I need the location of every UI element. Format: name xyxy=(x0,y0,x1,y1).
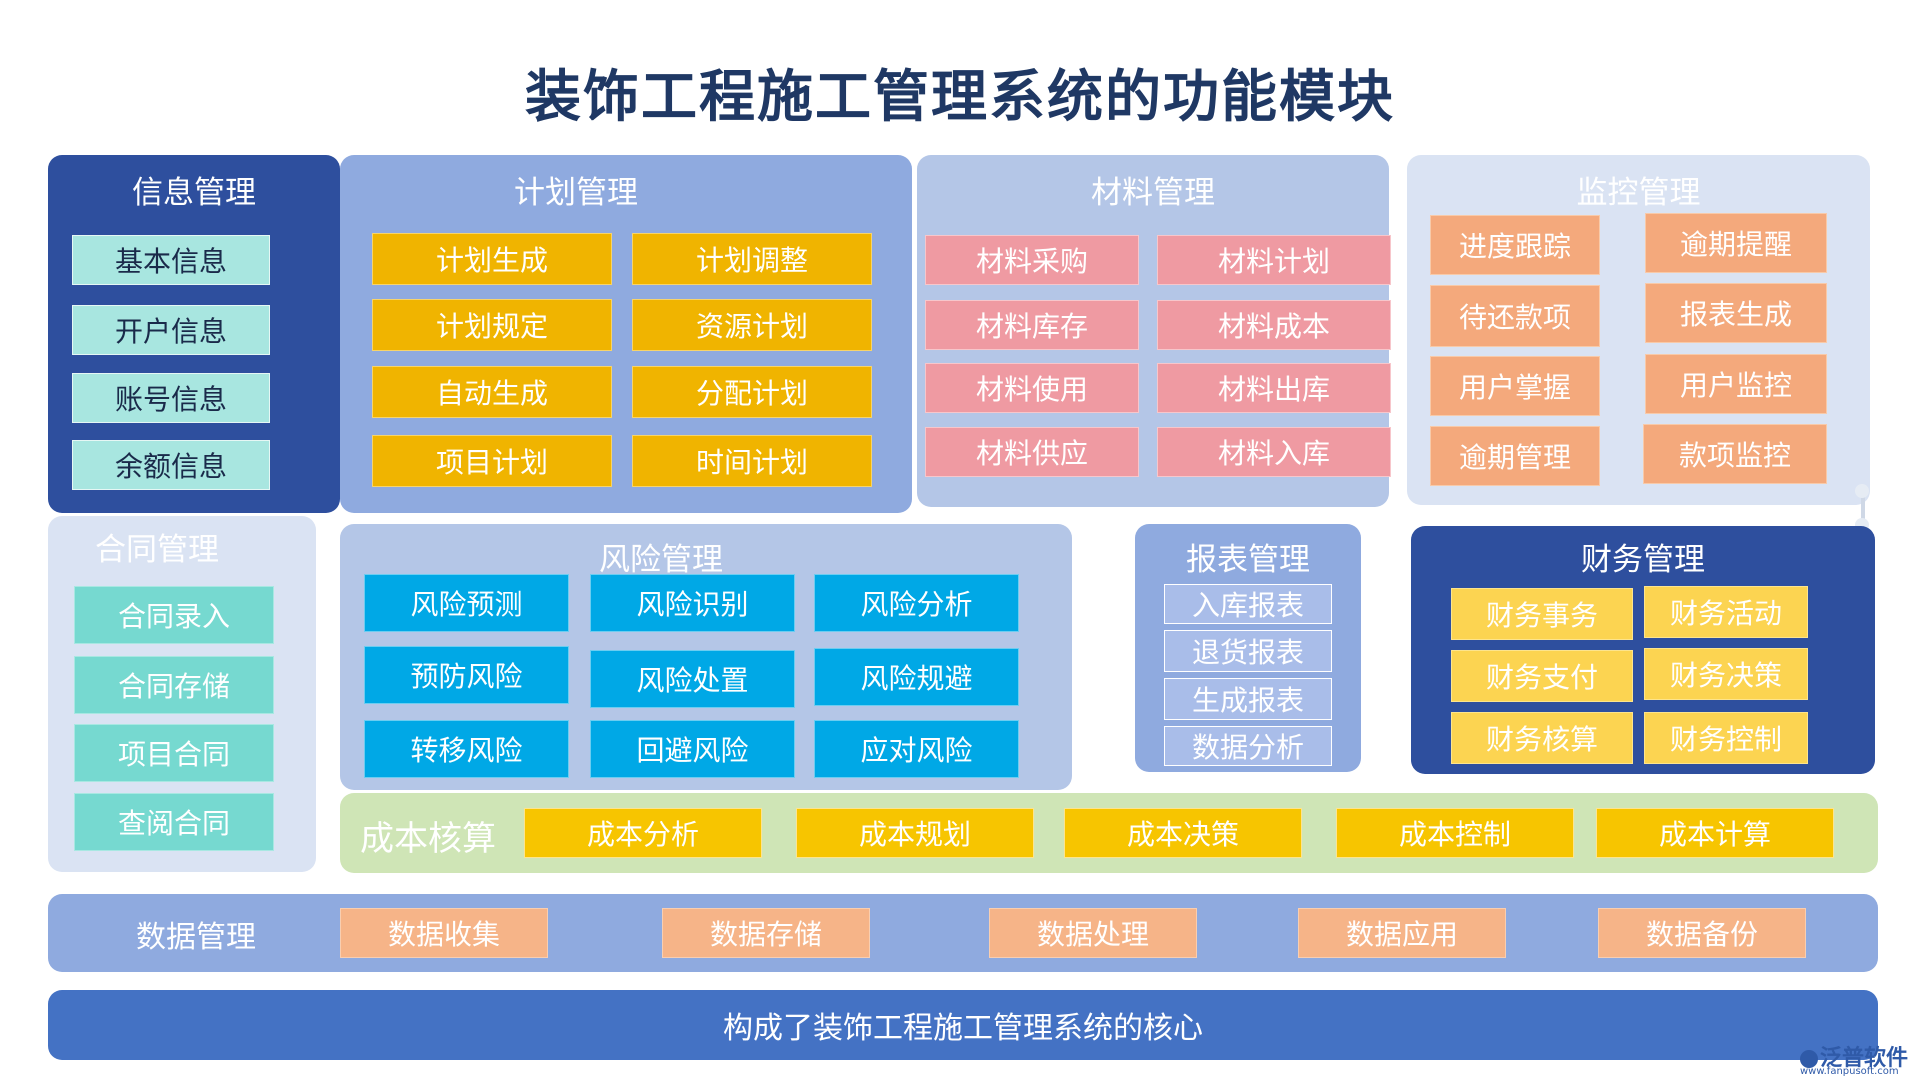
connector-dot xyxy=(1855,484,1869,498)
finance-panel-title: 财务管理 xyxy=(1581,542,1705,578)
material-item[interactable]: 材料库存 xyxy=(925,300,1139,350)
report-panel: 报表管理 入库报表 退货报表 生成报表 数据分析 xyxy=(1135,524,1361,772)
material-panel-title: 材料管理 xyxy=(1091,175,1215,211)
info-item[interactable]: 基本信息 xyxy=(72,235,270,285)
cost-panel-title: 成本核算 xyxy=(360,819,496,859)
monitor-item[interactable]: 款项监控 xyxy=(1643,424,1827,484)
cost-item[interactable]: 成本控制 xyxy=(1336,808,1574,858)
risk-item[interactable]: 风险预测 xyxy=(364,574,569,632)
brand-logo-text: 泛普软件 xyxy=(1820,1046,1909,1071)
info-item[interactable]: 账号信息 xyxy=(72,373,270,423)
cost-panel: 成本核算 成本分析 成本规划 成本决策 成本控制 成本计算 xyxy=(340,793,1878,873)
report-panel-title: 报表管理 xyxy=(1186,542,1310,578)
risk-item[interactable]: 预防风险 xyxy=(364,646,569,704)
data-item[interactable]: 数据收集 xyxy=(340,908,548,958)
cost-item[interactable]: 成本分析 xyxy=(524,808,762,858)
info-item[interactable]: 开户信息 xyxy=(72,305,270,355)
plan-item[interactable]: 资源计划 xyxy=(632,299,872,351)
brand-logo-icon xyxy=(1800,1050,1818,1068)
risk-item[interactable]: 回避风险 xyxy=(590,720,795,778)
data-item[interactable]: 数据应用 xyxy=(1298,908,1506,958)
material-item[interactable]: 材料使用 xyxy=(925,363,1139,413)
monitor-item[interactable]: 报表生成 xyxy=(1645,283,1827,343)
material-item[interactable]: 材料计划 xyxy=(1157,235,1391,285)
monitor-item[interactable]: 用户掌握 xyxy=(1430,356,1600,416)
data-item[interactable]: 数据备份 xyxy=(1598,908,1806,958)
risk-item[interactable]: 风险识别 xyxy=(590,574,795,632)
report-item[interactable]: 退货报表 xyxy=(1164,630,1332,672)
contract-panel-title: 合同管理 xyxy=(95,532,219,568)
finance-panel: 财务管理 财务事务 财务活动 财务支付 财务决策 财务核算 财务控制 xyxy=(1411,526,1875,774)
data-panel: 数据管理 数据收集 数据存储 数据处理 数据应用 数据备份 xyxy=(48,894,1878,972)
plan-panel-title: 计划管理 xyxy=(514,175,638,211)
plan-item[interactable]: 分配计划 xyxy=(632,366,872,418)
page-title: 装饰工程施工管理系统的功能模块 xyxy=(525,64,1395,130)
risk-item[interactable]: 转移风险 xyxy=(364,720,569,778)
finance-item[interactable]: 财务活动 xyxy=(1644,586,1808,638)
contract-item[interactable]: 合同存储 xyxy=(74,656,274,714)
contract-item[interactable]: 项目合同 xyxy=(74,724,274,782)
contract-item[interactable]: 查阅合同 xyxy=(74,793,274,851)
monitor-item[interactable]: 待还款项 xyxy=(1430,285,1600,347)
plan-item[interactable]: 计划调整 xyxy=(632,233,872,285)
material-item[interactable]: 材料出库 xyxy=(1157,363,1391,413)
monitor-item[interactable]: 逾期管理 xyxy=(1430,426,1600,486)
finance-item[interactable]: 财务事务 xyxy=(1451,588,1633,640)
report-item[interactable]: 数据分析 xyxy=(1164,726,1332,766)
risk-item[interactable]: 风险规避 xyxy=(814,648,1019,706)
monitor-panel: 监控管理 进度跟踪 逾期提醒 待还款项 报表生成 用户掌握 用户监控 逾期管理 … xyxy=(1407,155,1870,505)
data-item[interactable]: 数据存储 xyxy=(662,908,870,958)
finance-item[interactable]: 财务支付 xyxy=(1451,650,1633,702)
info-panel-title: 信息管理 xyxy=(132,175,256,211)
risk-item[interactable]: 应对风险 xyxy=(814,720,1019,778)
material-panel: 材料管理 材料采购 材料计划 材料库存 材料成本 材料使用 材料出库 材料供应 … xyxy=(917,155,1391,507)
core-banner-text: 构成了装饰工程施工管理系统的核心 xyxy=(723,1011,1203,1046)
material-item[interactable]: 材料供应 xyxy=(925,427,1139,477)
info-item[interactable]: 余额信息 xyxy=(72,440,270,490)
risk-panel-title: 风险管理 xyxy=(599,542,723,578)
brand-url: www.fanpusoft.com xyxy=(1800,1066,1899,1077)
finance-item[interactable]: 财务决策 xyxy=(1644,648,1808,700)
contract-panel: 合同管理 合同录入 合同存储 项目合同 查阅合同 xyxy=(48,516,316,872)
core-banner: 构成了装饰工程施工管理系统的核心 xyxy=(48,990,1878,1060)
plan-panel: 计划管理 计划生成 计划调整 计划规定 资源计划 自动生成 分配计划 项目计划 … xyxy=(340,155,912,513)
monitor-panel-title: 监控管理 xyxy=(1576,175,1701,211)
plan-item[interactable]: 自动生成 xyxy=(372,366,612,418)
brand-logo: 泛普软件 xyxy=(1800,1040,1908,1072)
plan-item[interactable]: 计划生成 xyxy=(372,233,612,285)
info-panel: 信息管理 基本信息 开户信息 账号信息 余额信息 xyxy=(48,155,340,513)
plan-item[interactable]: 时间计划 xyxy=(632,435,872,487)
cost-item[interactable]: 成本规划 xyxy=(796,808,1034,858)
monitor-item[interactable]: 逾期提醒 xyxy=(1645,213,1827,273)
risk-item[interactable]: 风险分析 xyxy=(814,574,1019,632)
finance-item[interactable]: 财务控制 xyxy=(1644,712,1808,764)
plan-item[interactable]: 项目计划 xyxy=(372,435,612,487)
data-panel-title: 数据管理 xyxy=(136,920,256,955)
report-item[interactable]: 生成报表 xyxy=(1164,678,1332,720)
cost-item[interactable]: 成本计算 xyxy=(1596,808,1834,858)
finance-item[interactable]: 财务核算 xyxy=(1451,712,1633,764)
material-item[interactable]: 材料采购 xyxy=(925,235,1139,285)
monitor-item[interactable]: 进度跟踪 xyxy=(1430,215,1600,275)
contract-item[interactable]: 合同录入 xyxy=(74,586,274,644)
material-item[interactable]: 材料成本 xyxy=(1157,300,1391,350)
cost-item[interactable]: 成本决策 xyxy=(1064,808,1302,858)
plan-item[interactable]: 计划规定 xyxy=(372,299,612,351)
risk-panel: 风险管理 风险预测 风险识别 风险分析 预防风险 风险处置 风险规避 转移风险 … xyxy=(340,524,1072,790)
material-item[interactable]: 材料入库 xyxy=(1157,427,1391,477)
monitor-item[interactable]: 用户监控 xyxy=(1645,354,1827,414)
data-item[interactable]: 数据处理 xyxy=(989,908,1197,958)
connector-line xyxy=(1861,490,1865,526)
risk-item[interactable]: 风险处置 xyxy=(590,650,795,708)
report-item[interactable]: 入库报表 xyxy=(1164,584,1332,624)
